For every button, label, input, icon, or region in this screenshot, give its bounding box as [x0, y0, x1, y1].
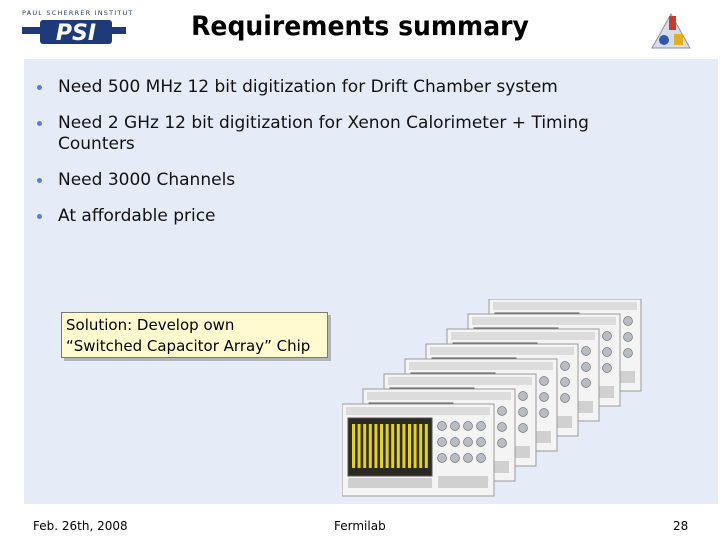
- bullet-list: Need 500 MHz 12 bit digitization for Dri…: [24, 77, 664, 242]
- institute-logo-icon: [651, 12, 691, 49]
- psi-logo-icon: PSI: [22, 20, 126, 46]
- page-number: 28: [673, 519, 689, 533]
- oscilloscope-picture: [342, 403, 495, 497]
- slide-title: Requirements summary: [191, 11, 529, 42]
- footer-venue: Fermilab: [334, 519, 386, 533]
- bullet-item: Need 3000 Channels: [24, 170, 664, 191]
- slide-body: Need 500 MHz 12 bit digitization for Dri…: [24, 59, 718, 504]
- slide-footer: Feb. 26th, 2008 Fermilab 28: [0, 505, 720, 540]
- solution-line-1: Solution: Develop own: [66, 316, 235, 334]
- slide-header: PAUL SCHERRER INSTITUT PSI Requirements …: [0, 0, 720, 56]
- oscilloscope-stack-image: [342, 299, 642, 497]
- footer-date: Feb. 26th, 2008: [33, 519, 128, 533]
- solution-callout: Solution: Develop own “Switched Capacito…: [61, 312, 328, 358]
- bullet-item: Need 2 GHz 12 bit digitization for Xenon…: [24, 113, 664, 155]
- bullet-item: At affordable price: [24, 206, 664, 227]
- logo-letters: PSI: [56, 21, 96, 46]
- logo-tagline: PAUL SCHERRER INSTITUT: [22, 9, 134, 17]
- bullet-item: Need 500 MHz 12 bit digitization for Dri…: [24, 77, 664, 98]
- solution-line-2: “Switched Capacitor Array” Chip: [66, 337, 311, 355]
